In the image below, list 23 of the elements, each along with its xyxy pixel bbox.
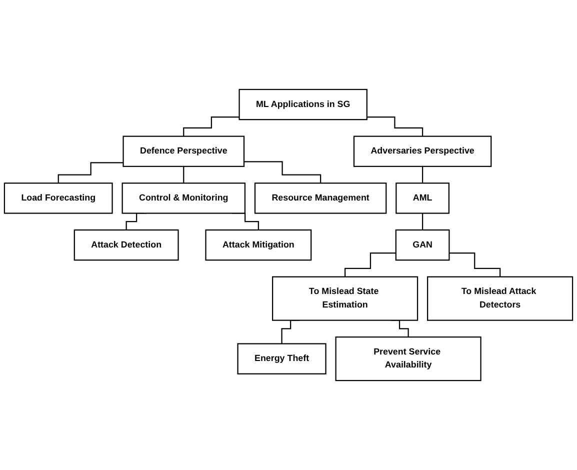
node-box: Load Forecasting — [4, 182, 113, 214]
node-box: Attack Detection — [74, 229, 179, 261]
node-box: Resource Management — [254, 182, 387, 214]
connector — [344, 252, 396, 278]
node-box: Defence Perspective — [122, 136, 245, 167]
node-box: ML Applications in SG — [238, 88, 368, 120]
connector — [58, 162, 124, 184]
node-box: Control & Monitoring — [122, 182, 246, 214]
connector — [244, 161, 322, 184]
connector — [183, 116, 240, 137]
node-box: Prevent Service Availability — [335, 336, 482, 382]
connector — [422, 166, 424, 184]
connector — [449, 252, 501, 278]
node-box: To Mislead State Estimation — [272, 276, 418, 321]
connector — [366, 116, 424, 137]
connector — [183, 166, 184, 184]
node-box: Attack Mitigation — [205, 229, 312, 261]
node-box: GAN — [395, 229, 450, 261]
node-box: Energy Theft — [237, 343, 326, 374]
node-box: AML — [396, 182, 450, 214]
node-box: Adversaries Perspective — [353, 136, 492, 167]
connector — [422, 212, 424, 231]
node-box: To Mislead Attack Detectors — [427, 276, 574, 321]
